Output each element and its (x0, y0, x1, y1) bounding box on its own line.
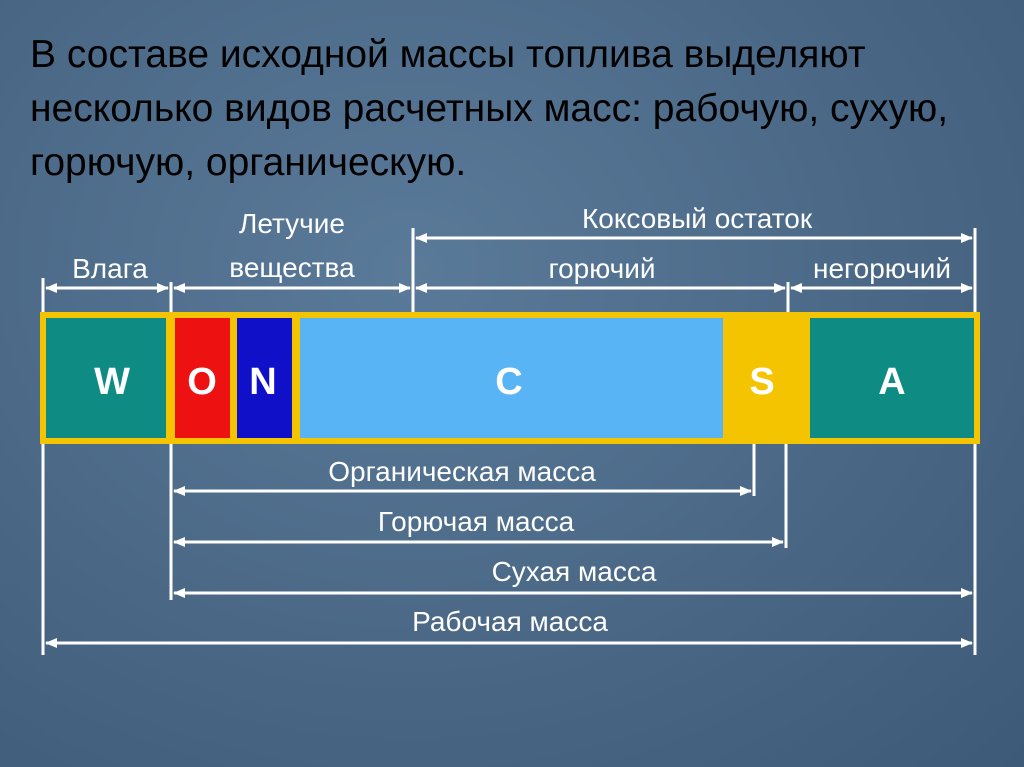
segment-a (810, 318, 974, 438)
volatile-label-line2: вещества (229, 252, 355, 283)
moisture-label: Влага (72, 253, 148, 284)
segment-o-label: O (187, 361, 217, 403)
segment-n-label: N (249, 361, 276, 403)
coke-residue-label: Коксовый остаток (582, 203, 813, 234)
working-mass-label: Рабочая масса (412, 606, 608, 637)
combustible-label: горючий (549, 253, 656, 284)
segment-s-label: S (749, 361, 774, 403)
volatile-label-line1: Летучие (239, 208, 345, 239)
slide-title: В составе исходной массы топлива выделяю… (30, 28, 990, 190)
segment-n (237, 318, 292, 438)
segment-w (46, 318, 166, 438)
segment-a-label: A (878, 361, 905, 403)
segment-w-label: W (94, 361, 130, 403)
composition-bar: W O N C S A (40, 312, 980, 444)
organic-mass-label: Органическая масса (328, 456, 596, 487)
title-line-3: горючую, органическую. (30, 141, 467, 184)
segment-s (723, 318, 803, 438)
segment-o (175, 318, 230, 438)
dry-mass-label: Сухая масса (492, 556, 657, 587)
noncombustible-label: негорючий (813, 253, 951, 284)
combustible-mass-label: Горючая масса (378, 506, 575, 537)
title-line-2: несколько видов расчетных масс: рабочую,… (30, 87, 949, 130)
segment-c-label: C (495, 361, 522, 403)
segment-c (300, 318, 723, 438)
title-line-1: В составе исходной массы топлива выделяю… (30, 33, 866, 76)
